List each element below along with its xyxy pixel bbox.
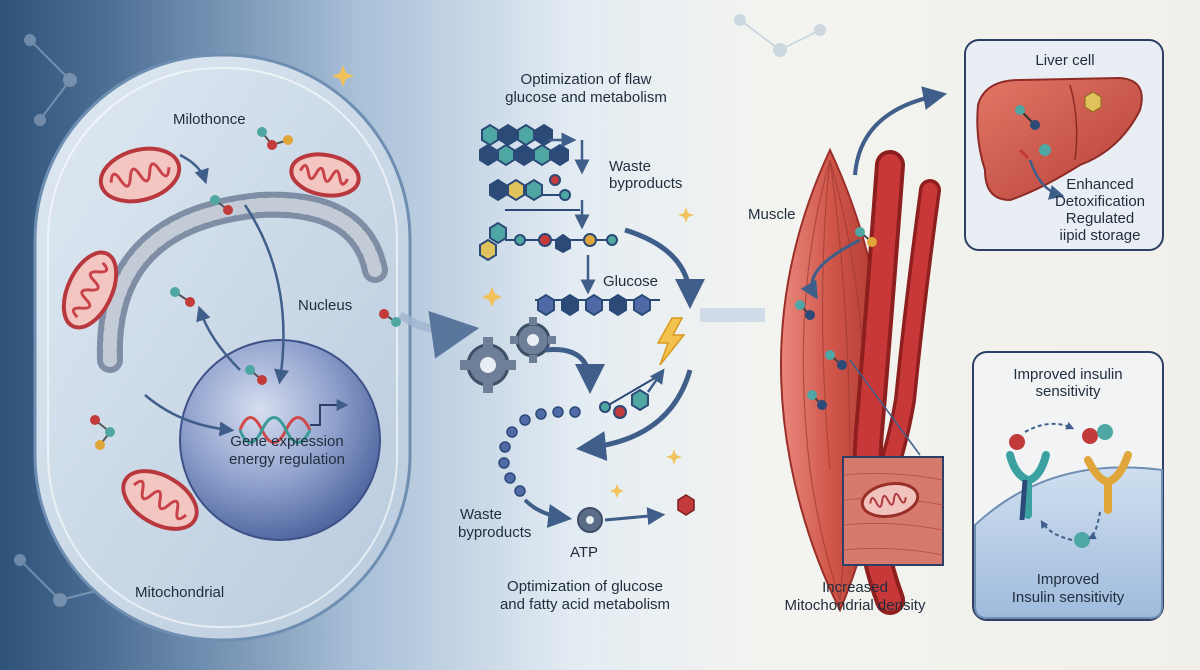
metabolism-title-line2: glucose and metabolism bbox=[505, 89, 667, 106]
atp-label: ATP bbox=[570, 544, 599, 561]
cell-arrows bbox=[144, 153, 289, 437]
insulin-molecule-icon bbox=[1009, 434, 1025, 450]
energy-regulation-label: energy regulation bbox=[229, 451, 345, 468]
muscle-molecules bbox=[795, 227, 877, 410]
insulin-title-line1: Improved insulin bbox=[1013, 366, 1123, 383]
insulin-molecule-icon bbox=[1082, 428, 1098, 444]
flow-arrow bbox=[397, 310, 480, 359]
background-network bbox=[14, 14, 826, 607]
waste-byproducts-top-line2: byproducts bbox=[609, 175, 683, 192]
mitochondria-zoom-inset bbox=[842, 456, 944, 566]
nucleus-label: Nucleus bbox=[298, 297, 353, 314]
lightning-icon bbox=[656, 317, 686, 366]
mitochondrion-icon bbox=[98, 146, 182, 204]
cell-membrane bbox=[33, 53, 412, 642]
molecule-icon bbox=[90, 127, 293, 450]
waste-byproducts-bottom-line2: byproducts bbox=[458, 524, 532, 541]
sparkle-icons bbox=[332, 65, 694, 498]
gear-icon bbox=[460, 337, 516, 393]
molecule-label: Milothonce bbox=[173, 111, 246, 128]
insulin-receptor-icon bbox=[1084, 451, 1132, 514]
gene-expression-label: Gene expression bbox=[230, 433, 344, 450]
insulin-molecule-icon bbox=[1097, 424, 1113, 440]
waste-byproducts-top-line1: Waste bbox=[609, 158, 651, 175]
liver-panel bbox=[964, 39, 1164, 251]
insulin-molecule-icon bbox=[1074, 532, 1090, 548]
insulin-title-line2: sensitivity bbox=[1035, 383, 1101, 400]
metabolism-title-line1: Optimization of flaw bbox=[520, 71, 652, 88]
mitochondrion-icon bbox=[289, 152, 361, 198]
metabolism-pathway bbox=[460, 123, 705, 533]
insulin-bottom-line1: Improved bbox=[1036, 571, 1100, 588]
waste-byproducts-bottom-line1: Waste bbox=[460, 506, 502, 523]
insulin-receptor-icon bbox=[1006, 451, 1050, 521]
hexagon-chain bbox=[479, 123, 575, 167]
mitochondrion-icon bbox=[121, 469, 199, 531]
glucose-label: Glucose bbox=[603, 273, 659, 290]
mito-density-line1: Increased bbox=[822, 579, 888, 596]
metabolism-bottom-line2: and fatty acid metabolism bbox=[499, 596, 671, 613]
mitochondrial-label: Mitochondrial bbox=[135, 584, 225, 601]
liver-line2: Detoxification bbox=[1054, 193, 1146, 210]
atp-molecule-icon bbox=[677, 494, 695, 516]
muscle-label: Muscle bbox=[748, 206, 796, 223]
liver-line1: Enhanced bbox=[1066, 176, 1134, 193]
mitochondrion-icon bbox=[61, 250, 119, 330]
cell bbox=[33, 53, 412, 642]
liver-title: Liver cell bbox=[1035, 52, 1095, 69]
mito-density-line2: Mitochondrial density bbox=[784, 597, 926, 614]
liver-line3: Regulated bbox=[1065, 210, 1135, 227]
liver-line4: iipid storage bbox=[1059, 227, 1141, 244]
gear-icon bbox=[577, 507, 603, 533]
metabolism-bottom-line1: Optimization of glucose bbox=[507, 578, 663, 595]
molecule-icon bbox=[379, 309, 401, 327]
gear-icon bbox=[510, 317, 556, 363]
dna-helix-icon bbox=[238, 399, 349, 444]
insulin-bottom-line2: Insulin sensitivity bbox=[1011, 589, 1125, 606]
insulin-panel bbox=[972, 351, 1164, 621]
